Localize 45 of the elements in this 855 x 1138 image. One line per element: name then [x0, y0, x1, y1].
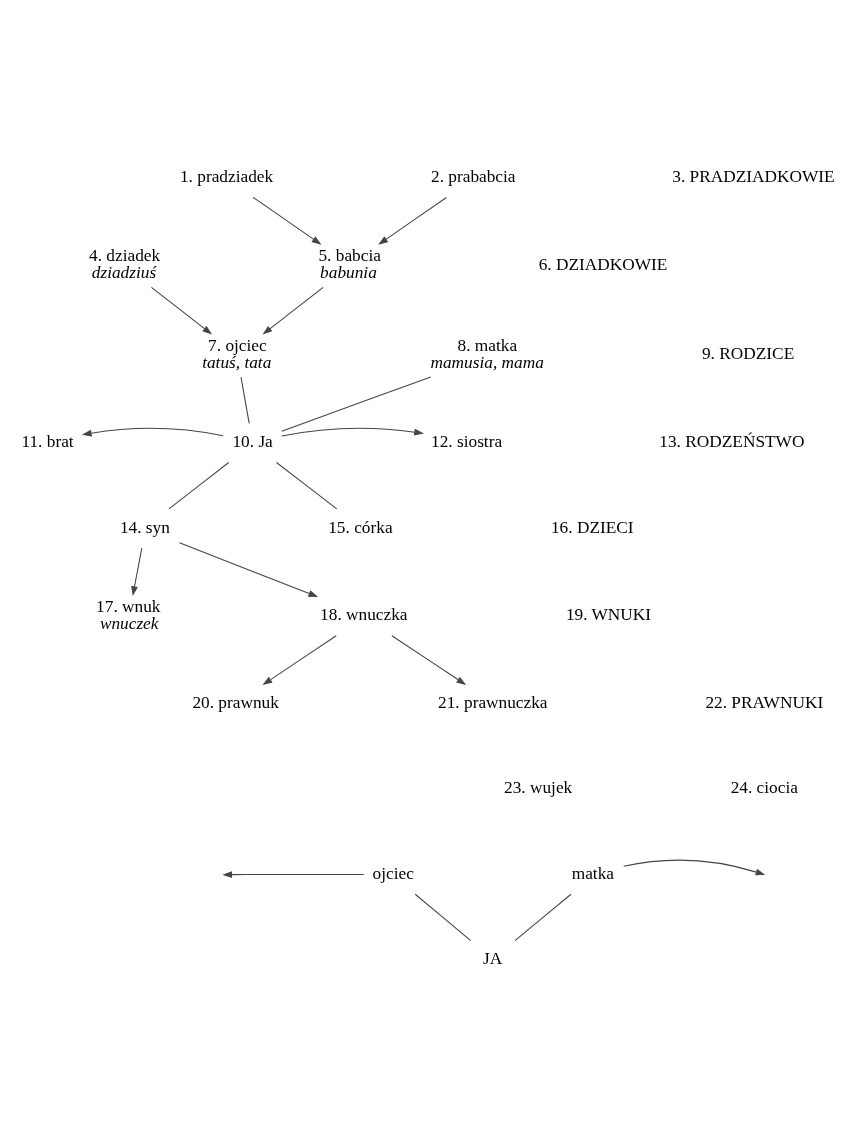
label: 24. ciocia [730, 778, 798, 798]
node-text: 14. syn [119, 517, 170, 537]
arrow [262, 635, 337, 686]
node-text: 11. brat [21, 432, 74, 452]
node-text: matka [571, 863, 614, 883]
label: 6. DZIADKOWIE [538, 254, 668, 274]
label: 13. RODZEŃSTWO [659, 432, 805, 452]
label: 19. WNUKI [565, 605, 652, 625]
node-text: 18. wnuczka [320, 605, 408, 625]
node-text: 12. siostra [431, 432, 503, 452]
connector [240, 376, 250, 424]
node-text: 10. Ja [232, 432, 273, 452]
label: 16. DZIECI [550, 517, 634, 537]
label: 22. PRAWNUKI [705, 692, 824, 712]
arrow [252, 196, 322, 245]
arrow [262, 286, 324, 335]
connector [168, 461, 230, 510]
node-text: 1. pradziadek [179, 166, 274, 186]
node-text: ojciec [372, 863, 414, 883]
connector [275, 461, 338, 510]
arrow [623, 859, 766, 876]
node-text: 21. prawnuczka [438, 692, 548, 712]
node-text: JA [482, 949, 503, 969]
connector [414, 893, 472, 942]
label: 3. PRADZIADKOWIE [672, 166, 835, 186]
arrow [178, 542, 319, 598]
label: 23. wujek [504, 778, 573, 798]
arrow [131, 547, 143, 596]
connector [514, 893, 572, 942]
label: 9. RODZICE [701, 344, 795, 364]
arrow [281, 427, 424, 437]
arrow [81, 427, 224, 437]
node-text: 17. wnuk wnuczek [96, 596, 161, 633]
node-text: 20. prawnuk [192, 692, 279, 712]
node-text: 5. babcia babunia [318, 245, 381, 283]
node-text: 8. matka mamusia, mama [430, 335, 544, 373]
node-text: 7. ojciec tatuś, tata [202, 335, 272, 373]
arrow [150, 286, 213, 335]
arrow [378, 196, 447, 245]
connector [281, 376, 432, 432]
node-text: 4. dziadek dziadziuś [89, 245, 161, 283]
node-text: 2. prababcia [431, 166, 516, 186]
node-text: 15. córka [328, 517, 393, 537]
arrow [222, 871, 365, 879]
arrow [391, 635, 467, 686]
